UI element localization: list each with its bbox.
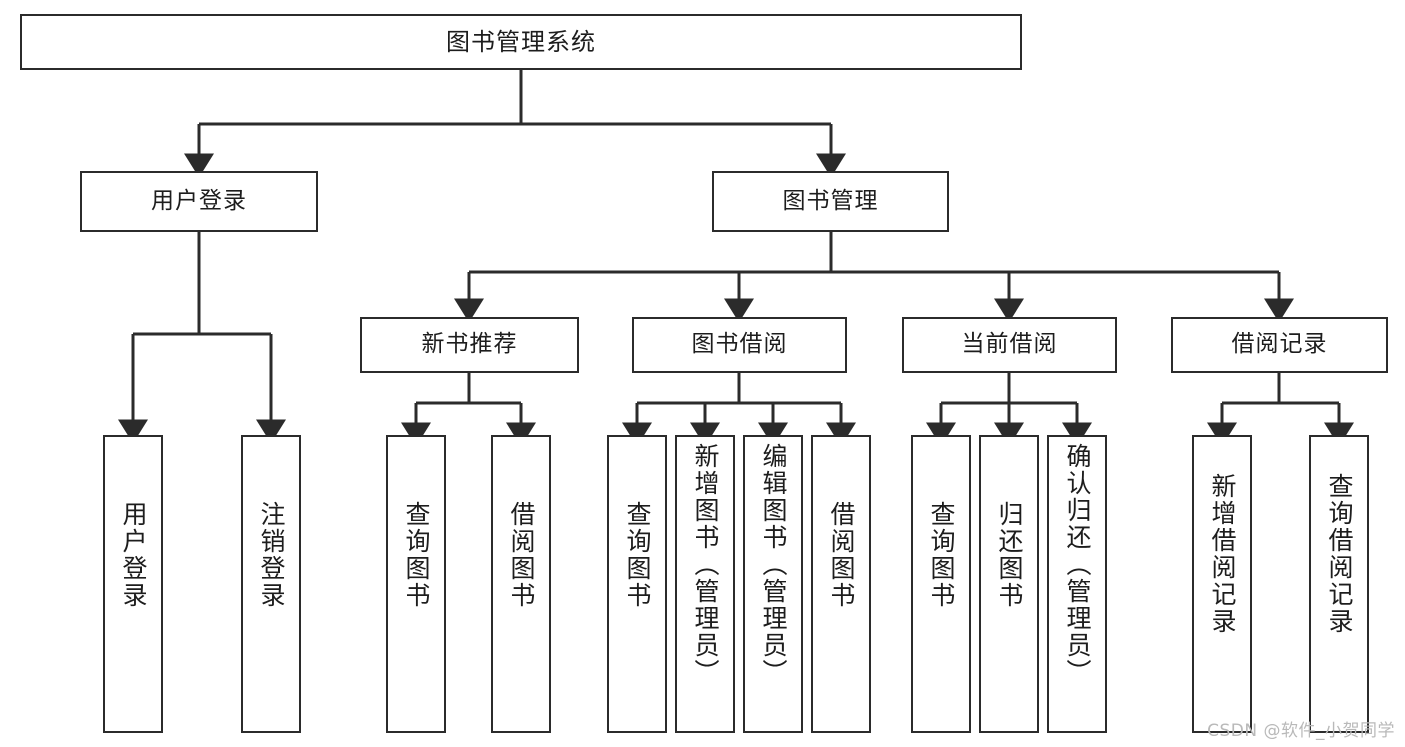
- node-label: 新增图书（管理员）: [691, 443, 720, 686]
- leaf-query-book-current[interactable]: 查询图书: [911, 435, 971, 733]
- node-label: 编辑图书（管理员）: [759, 443, 788, 686]
- node-label: 确认归还（管理员）: [1063, 443, 1092, 686]
- node-label: 借阅记录: [1231, 331, 1328, 358]
- leaf-query-borrow-record[interactable]: 查询借阅记录: [1309, 435, 1369, 733]
- leaf-user-login[interactable]: 用户登录: [103, 435, 163, 733]
- node-current-borrow[interactable]: 当前借阅: [902, 317, 1117, 373]
- leaf-add-borrow-record[interactable]: 新增借阅记录: [1192, 435, 1252, 733]
- node-label: 图书借阅: [691, 331, 788, 358]
- leaf-borrow-book[interactable]: 借阅图书: [811, 435, 871, 733]
- node-label: 归还图书: [995, 501, 1024, 609]
- leaf-logout[interactable]: 注销登录: [241, 435, 301, 733]
- node-label: 图书管理: [782, 187, 879, 214]
- node-label: 查询图书: [623, 501, 652, 609]
- leaf-query-book-recommend[interactable]: 查询图书: [386, 435, 446, 733]
- node-label: 借阅图书: [507, 501, 536, 609]
- node-new-book-recommend[interactable]: 新书推荐: [360, 317, 579, 373]
- leaf-add-book-admin[interactable]: 新增图书（管理员）: [675, 435, 735, 733]
- node-label: 新增借阅记录: [1208, 473, 1237, 635]
- leaf-return-book[interactable]: 归还图书: [979, 435, 1039, 733]
- node-label: 查询图书: [402, 501, 431, 609]
- leaf-confirm-return-admin[interactable]: 确认归还（管理员）: [1047, 435, 1107, 733]
- node-label: 查询借阅记录: [1325, 473, 1354, 635]
- leaf-query-book-borrow[interactable]: 查询图书: [607, 435, 667, 733]
- node-label: 新书推荐: [421, 331, 518, 358]
- node-label: 用户登录: [151, 187, 247, 214]
- leaf-edit-book-admin[interactable]: 编辑图书（管理员）: [743, 435, 803, 733]
- node-label: 用户登录: [119, 501, 148, 609]
- watermark: CSDN @软件_小贺同学: [1207, 721, 1395, 741]
- node-book-management[interactable]: 图书管理: [712, 171, 949, 232]
- node-book-borrow[interactable]: 图书借阅: [632, 317, 847, 373]
- node-root-system[interactable]: 图书管理系统: [20, 14, 1022, 70]
- node-borrow-record[interactable]: 借阅记录: [1171, 317, 1388, 373]
- node-label: 借阅图书: [827, 501, 856, 609]
- node-label: 注销登录: [257, 501, 286, 609]
- node-label: 当前借阅: [961, 331, 1058, 358]
- node-label: 图书管理系统: [446, 27, 596, 56]
- leaf-borrow-book-recommend[interactable]: 借阅图书: [491, 435, 551, 733]
- node-user-login[interactable]: 用户登录: [80, 171, 318, 232]
- node-label: 查询图书: [927, 501, 956, 609]
